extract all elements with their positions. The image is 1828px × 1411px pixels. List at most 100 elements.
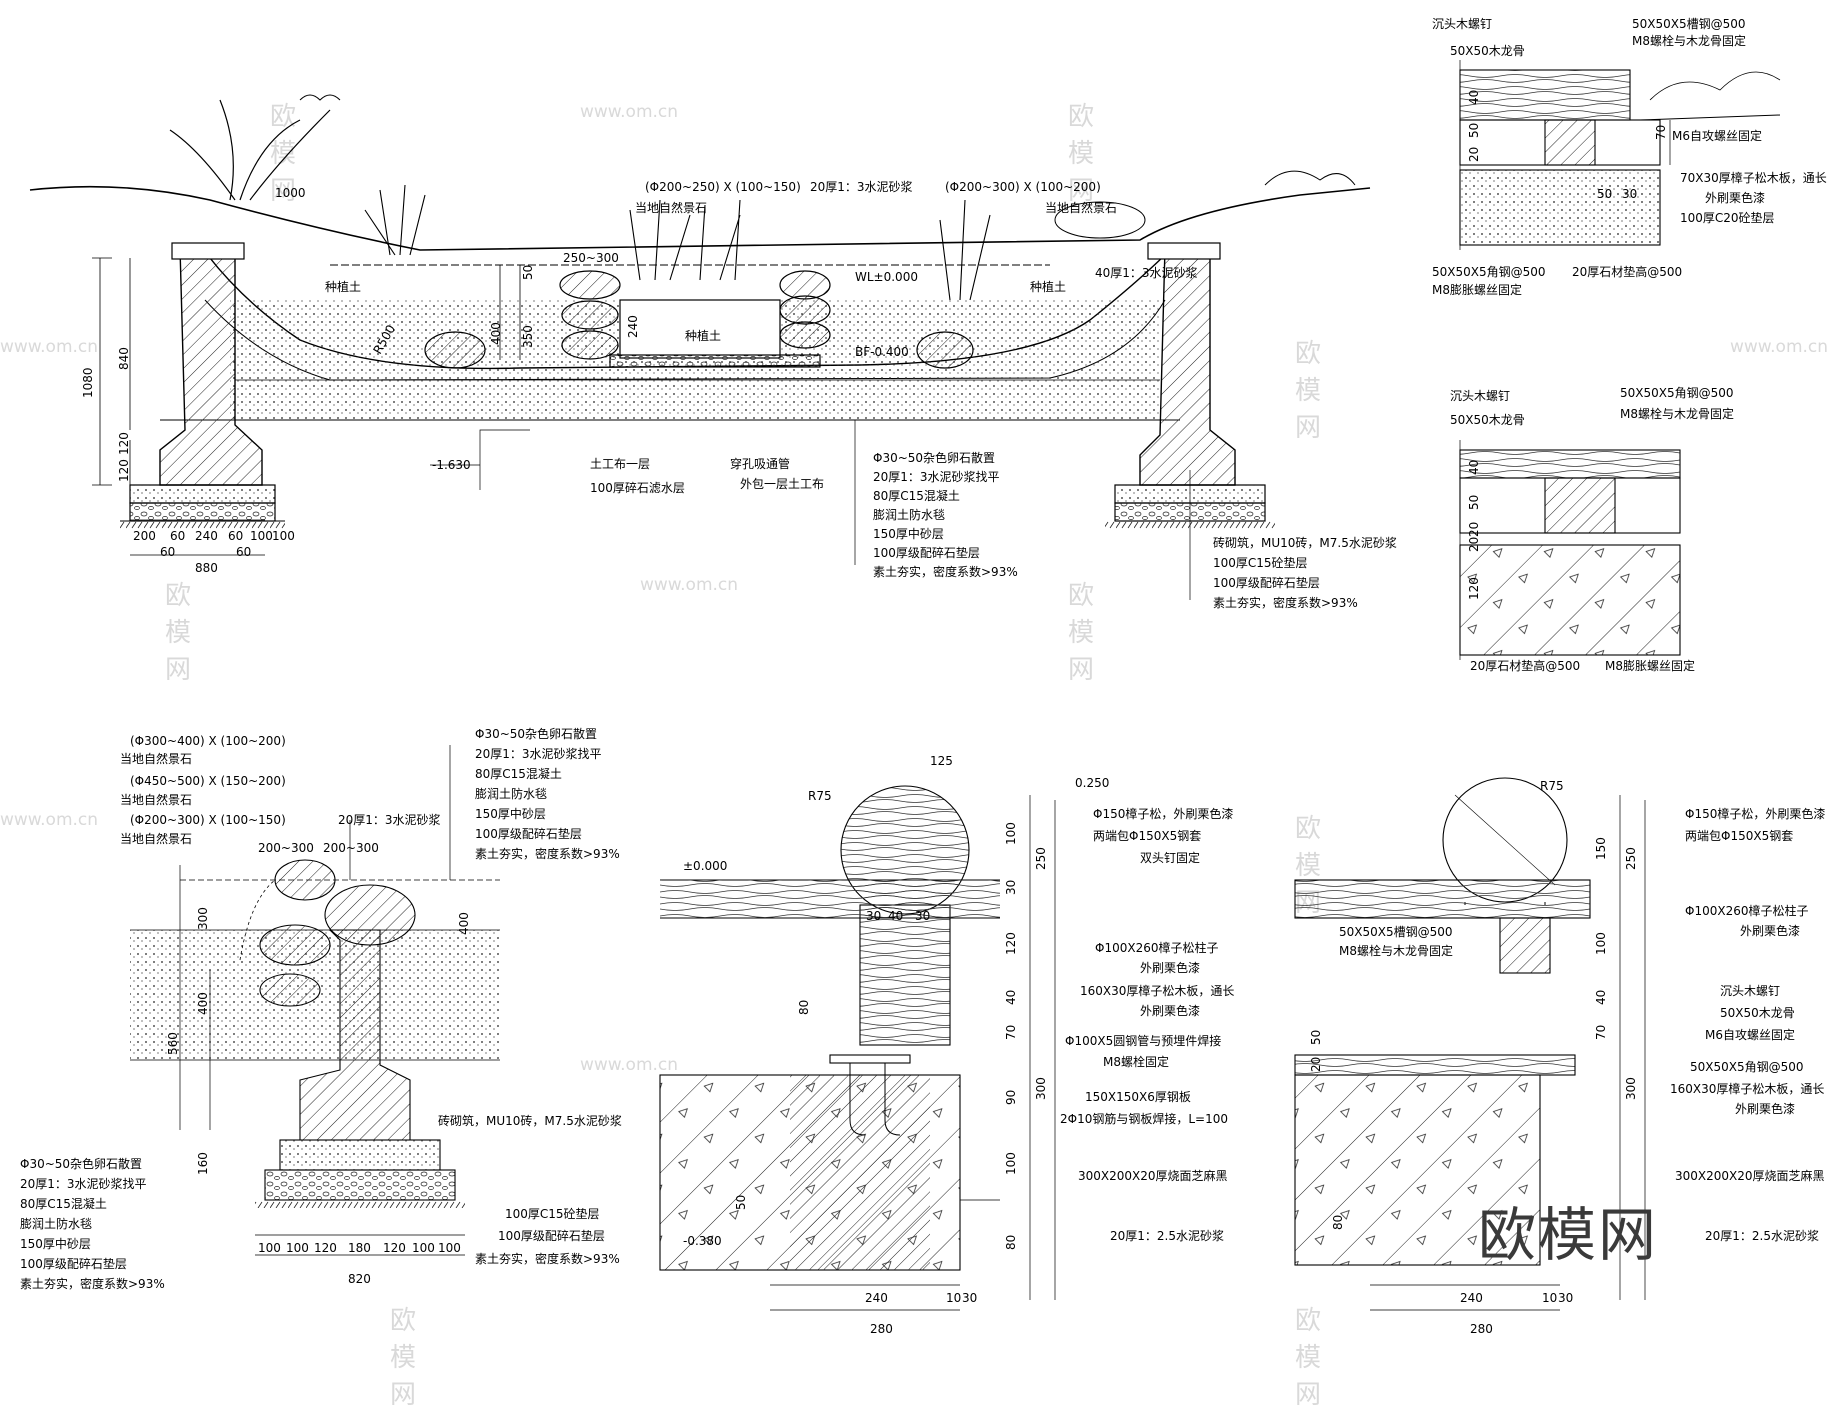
label-board: 70X30厚樟子松木板，通长 <box>1680 170 1827 185</box>
dim-80b: 80 <box>797 1000 811 1015</box>
label-granite: 300X200X20厚烧面芝麻黑 <box>1078 1168 1228 1183</box>
dim-300: 300 <box>196 907 210 930</box>
dim-30: 30 <box>1622 187 1637 201</box>
bollard-section-b-text: R75 150 250 100 40 70 300 50 20 80 240 1… <box>1309 779 1825 1336</box>
layer-item: 100厚级配碎石垫层 <box>475 826 582 841</box>
dim-b180: 180 <box>348 1241 371 1255</box>
watermark-url: www.om.cn <box>580 1055 679 1075</box>
dim-b240: 240 <box>1460 1291 1483 1305</box>
label-local-stone-b: 当地自然景石 <box>1045 200 1117 215</box>
layer-item: 80厚C15混凝土 <box>475 766 562 781</box>
label-mortar40: 40厚1：3水泥砂浆 <box>1095 265 1198 280</box>
dim-b100a: 100 <box>250 529 273 543</box>
dim-w2: 200~300 <box>323 841 379 855</box>
base-level: -1.630 <box>432 458 471 472</box>
layer-gravel: 100厚级配碎石垫层 <box>873 545 980 560</box>
label-screw: 沉头木螺钉 <box>1432 17 1492 31</box>
layer-subgrade: 素土夯实，密度系数>93% <box>873 564 1018 579</box>
label-soil-mid: 种植土 <box>685 328 721 343</box>
dim-b120b: 120 <box>383 1241 406 1255</box>
label-paint2: 外刷栗色漆 <box>1735 1102 1795 1116</box>
level-m0380: -0.380 <box>683 1234 722 1248</box>
label-plate: 150X150X6厚钢板 <box>1085 1090 1191 1104</box>
level-0000: ±0.000 <box>683 859 727 873</box>
dim-50: 50 <box>1467 123 1481 138</box>
dim-300: 300 <box>1034 1077 1048 1100</box>
label-gravel-filter: 100厚碎石滤水层 <box>590 480 685 495</box>
dim-50: 50 <box>1467 495 1481 510</box>
label-post: Φ100X260樟子松柱子 <box>1685 903 1808 918</box>
dim-240: 240 <box>626 315 640 338</box>
dim-840: 840 <box>117 347 131 370</box>
deck-detail-mid <box>1459 440 1681 660</box>
dim-20: 20 <box>1467 147 1481 162</box>
dim-80: 80 <box>1331 1215 1345 1230</box>
label-screw: 沉头木螺钉 <box>1450 389 1510 403</box>
dim-b880: 880 <box>195 561 218 575</box>
label-rebar: 2Φ10钢筋与钢板焊接，L=100 <box>1060 1111 1228 1126</box>
bollard-section-a-text: R75 125 0.250 ±0.000 -0.380 30 40 30 100… <box>683 754 1234 1336</box>
label-local-stone-a: 当地自然景石 <box>635 200 707 215</box>
dim-350: 350 <box>521 325 535 348</box>
dim-b280: 280 <box>870 1322 893 1336</box>
dim-90: 90 <box>1004 1090 1018 1105</box>
label-nail: 双头钉固定 <box>1140 850 1200 865</box>
watermark-stamp: 欧模网 <box>1478 1201 1659 1269</box>
dim-40: 40 <box>1004 990 1018 1005</box>
dim-400: 400 <box>489 322 503 345</box>
dim-50b: 50 <box>1597 187 1612 201</box>
dim-s30a: 30 <box>866 909 881 923</box>
label-soil: 素土夯实，密度系数>93% <box>475 1251 620 1266</box>
dim-s40: 40 <box>888 909 903 923</box>
deck-detail-top <box>1459 60 1781 250</box>
label-mortar: 20厚1：2.5水泥砂浆 <box>1110 1228 1224 1243</box>
label-stone-1: (Φ300~400) X (100~200) <box>130 734 286 748</box>
label-sleeve: 两端包Φ150X5钢套 <box>1685 829 1793 843</box>
label-local-stone-1: 当地自然景石 <box>120 751 192 766</box>
deck-detail-mid-text: 沉头木螺钉 50X50木龙骨 50X50X5角钢@500 M8螺栓与木龙骨固定 … <box>1450 386 1734 673</box>
layers-right: 砖砌筑，MU10砖，M7.5水泥砂浆 100厚C15砼垫层 100厚级配碎石垫层… <box>1213 535 1397 610</box>
bollard-section-b <box>1294 777 1646 1311</box>
watermark-brand: 欧模网 <box>1068 581 1095 685</box>
label-angle: 50X50X5角钢@500 <box>1690 1060 1804 1074</box>
dim-40: 40 <box>1467 460 1481 475</box>
label-bolt: M8螺栓与木龙骨固定 <box>1339 943 1453 958</box>
label-expbolt: M8膨胀螺丝固定 <box>1605 658 1695 673</box>
level-0250: 0.250 <box>1075 776 1109 790</box>
dim-80: 80 <box>1004 1235 1018 1250</box>
label-bolt: M8螺栓与木龙骨固定 <box>1620 406 1734 421</box>
dim-b10: 10 <box>946 1291 961 1305</box>
dim-b60d: 60 <box>236 545 251 559</box>
layer-gravel: 100厚级配碎石垫层 <box>1213 575 1320 590</box>
layer-waterproof: 膨润土防水毯 <box>873 507 945 522</box>
dim-w1: 200~300 <box>258 841 314 855</box>
label-paint: 外刷栗色漆 <box>1705 191 1765 205</box>
dim-400b: 400 <box>457 912 471 935</box>
layer-item: Φ30~50杂色卵石散置 <box>475 726 597 741</box>
layer-pebbles: Φ30~50杂色卵石散置 <box>873 450 995 465</box>
layer-item: 100厚级配碎石垫层 <box>20 1256 127 1271</box>
layer-subgrade: 素土夯实，密度系数>93% <box>1213 595 1358 610</box>
label-ball: Φ150樟子松，外刷栗色漆 <box>1685 806 1825 821</box>
dim-b240: 240 <box>865 1291 888 1305</box>
dim-120b: 120 <box>117 459 131 482</box>
main-pond-section <box>29 94 1371 600</box>
dim-120: 120 <box>1467 577 1481 600</box>
layer-item: 20厚1：3水泥砂浆找平 <box>475 746 602 761</box>
bollard-section-a <box>659 785 1056 1311</box>
dim-400a: 400 <box>196 992 210 1015</box>
label-local-stone-2: 当地自然景石 <box>120 792 192 807</box>
layer-item: 20厚1：3水泥砂浆找平 <box>20 1176 147 1191</box>
label-keel: 50X50木龙骨 <box>1720 1006 1795 1020</box>
label-granite: 300X200X20厚烧面芝麻黑 <box>1675 1168 1825 1183</box>
dim-100: 100 <box>1594 932 1608 955</box>
watermark-brand: 欧模网 <box>1068 102 1095 206</box>
label-paint: 外刷栗色漆 <box>1140 961 1200 975</box>
dim-b30: 30 <box>1558 1291 1573 1305</box>
dim-s30b: 30 <box>915 909 930 923</box>
dim-b100d: 100 <box>438 1241 461 1255</box>
label-pad: 20厚石材垫高@500 <box>1572 264 1682 279</box>
label-m6: M6自攻螺丝固定 <box>1672 128 1762 143</box>
dim-b100b: 100 <box>286 1241 309 1255</box>
layer-item: 80厚C15混凝土 <box>20 1196 107 1211</box>
